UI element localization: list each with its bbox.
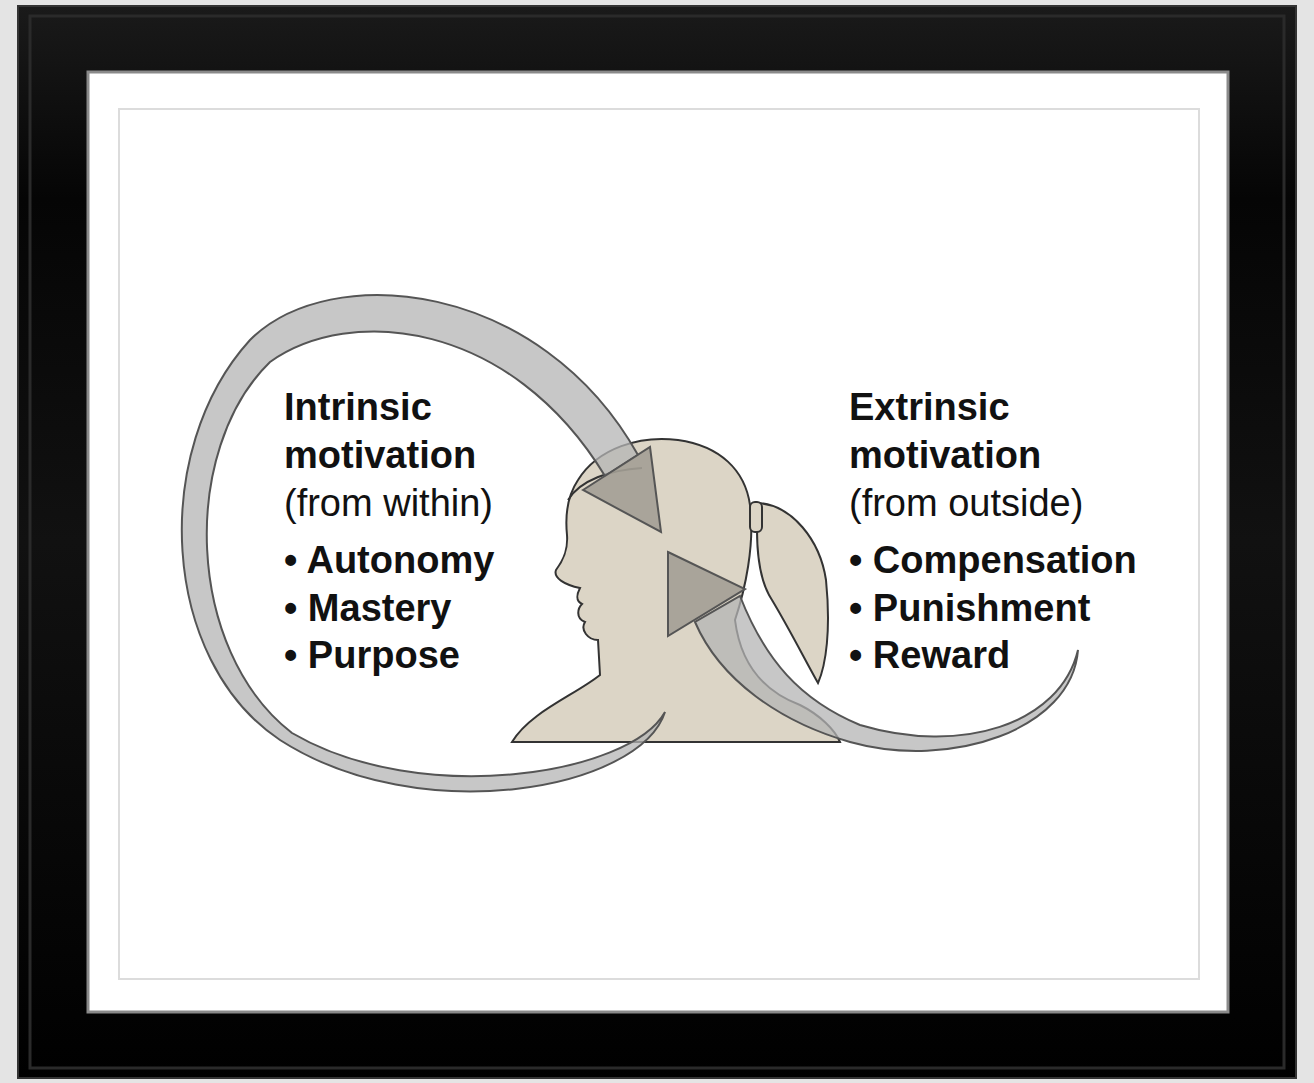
frame-bevel [30, 16, 1284, 1068]
picture-frame [18, 6, 1296, 1078]
bullet-item: • Mastery [284, 584, 452, 632]
bullet-item: • Purpose [284, 631, 460, 679]
bullet-item: • Compensation [849, 536, 1137, 584]
intrinsic-arrow [182, 295, 665, 791]
hair-tie [750, 502, 762, 532]
motivation-heading: Intrinsic motivation [284, 383, 524, 479]
motivation-heading: Extrinsic motivation [849, 383, 1089, 479]
bullet-item: • Punishment [849, 584, 1090, 632]
motivation-source: (from within) [284, 479, 493, 527]
frame-mat [88, 72, 1228, 1012]
arrow-head [668, 552, 745, 636]
bullet-item: • Autonomy [284, 536, 494, 584]
image-area [119, 109, 1199, 979]
motivation-source: (from outside) [849, 479, 1083, 527]
bullet-item: • Reward [849, 631, 1010, 679]
arrow-head [583, 447, 661, 532]
